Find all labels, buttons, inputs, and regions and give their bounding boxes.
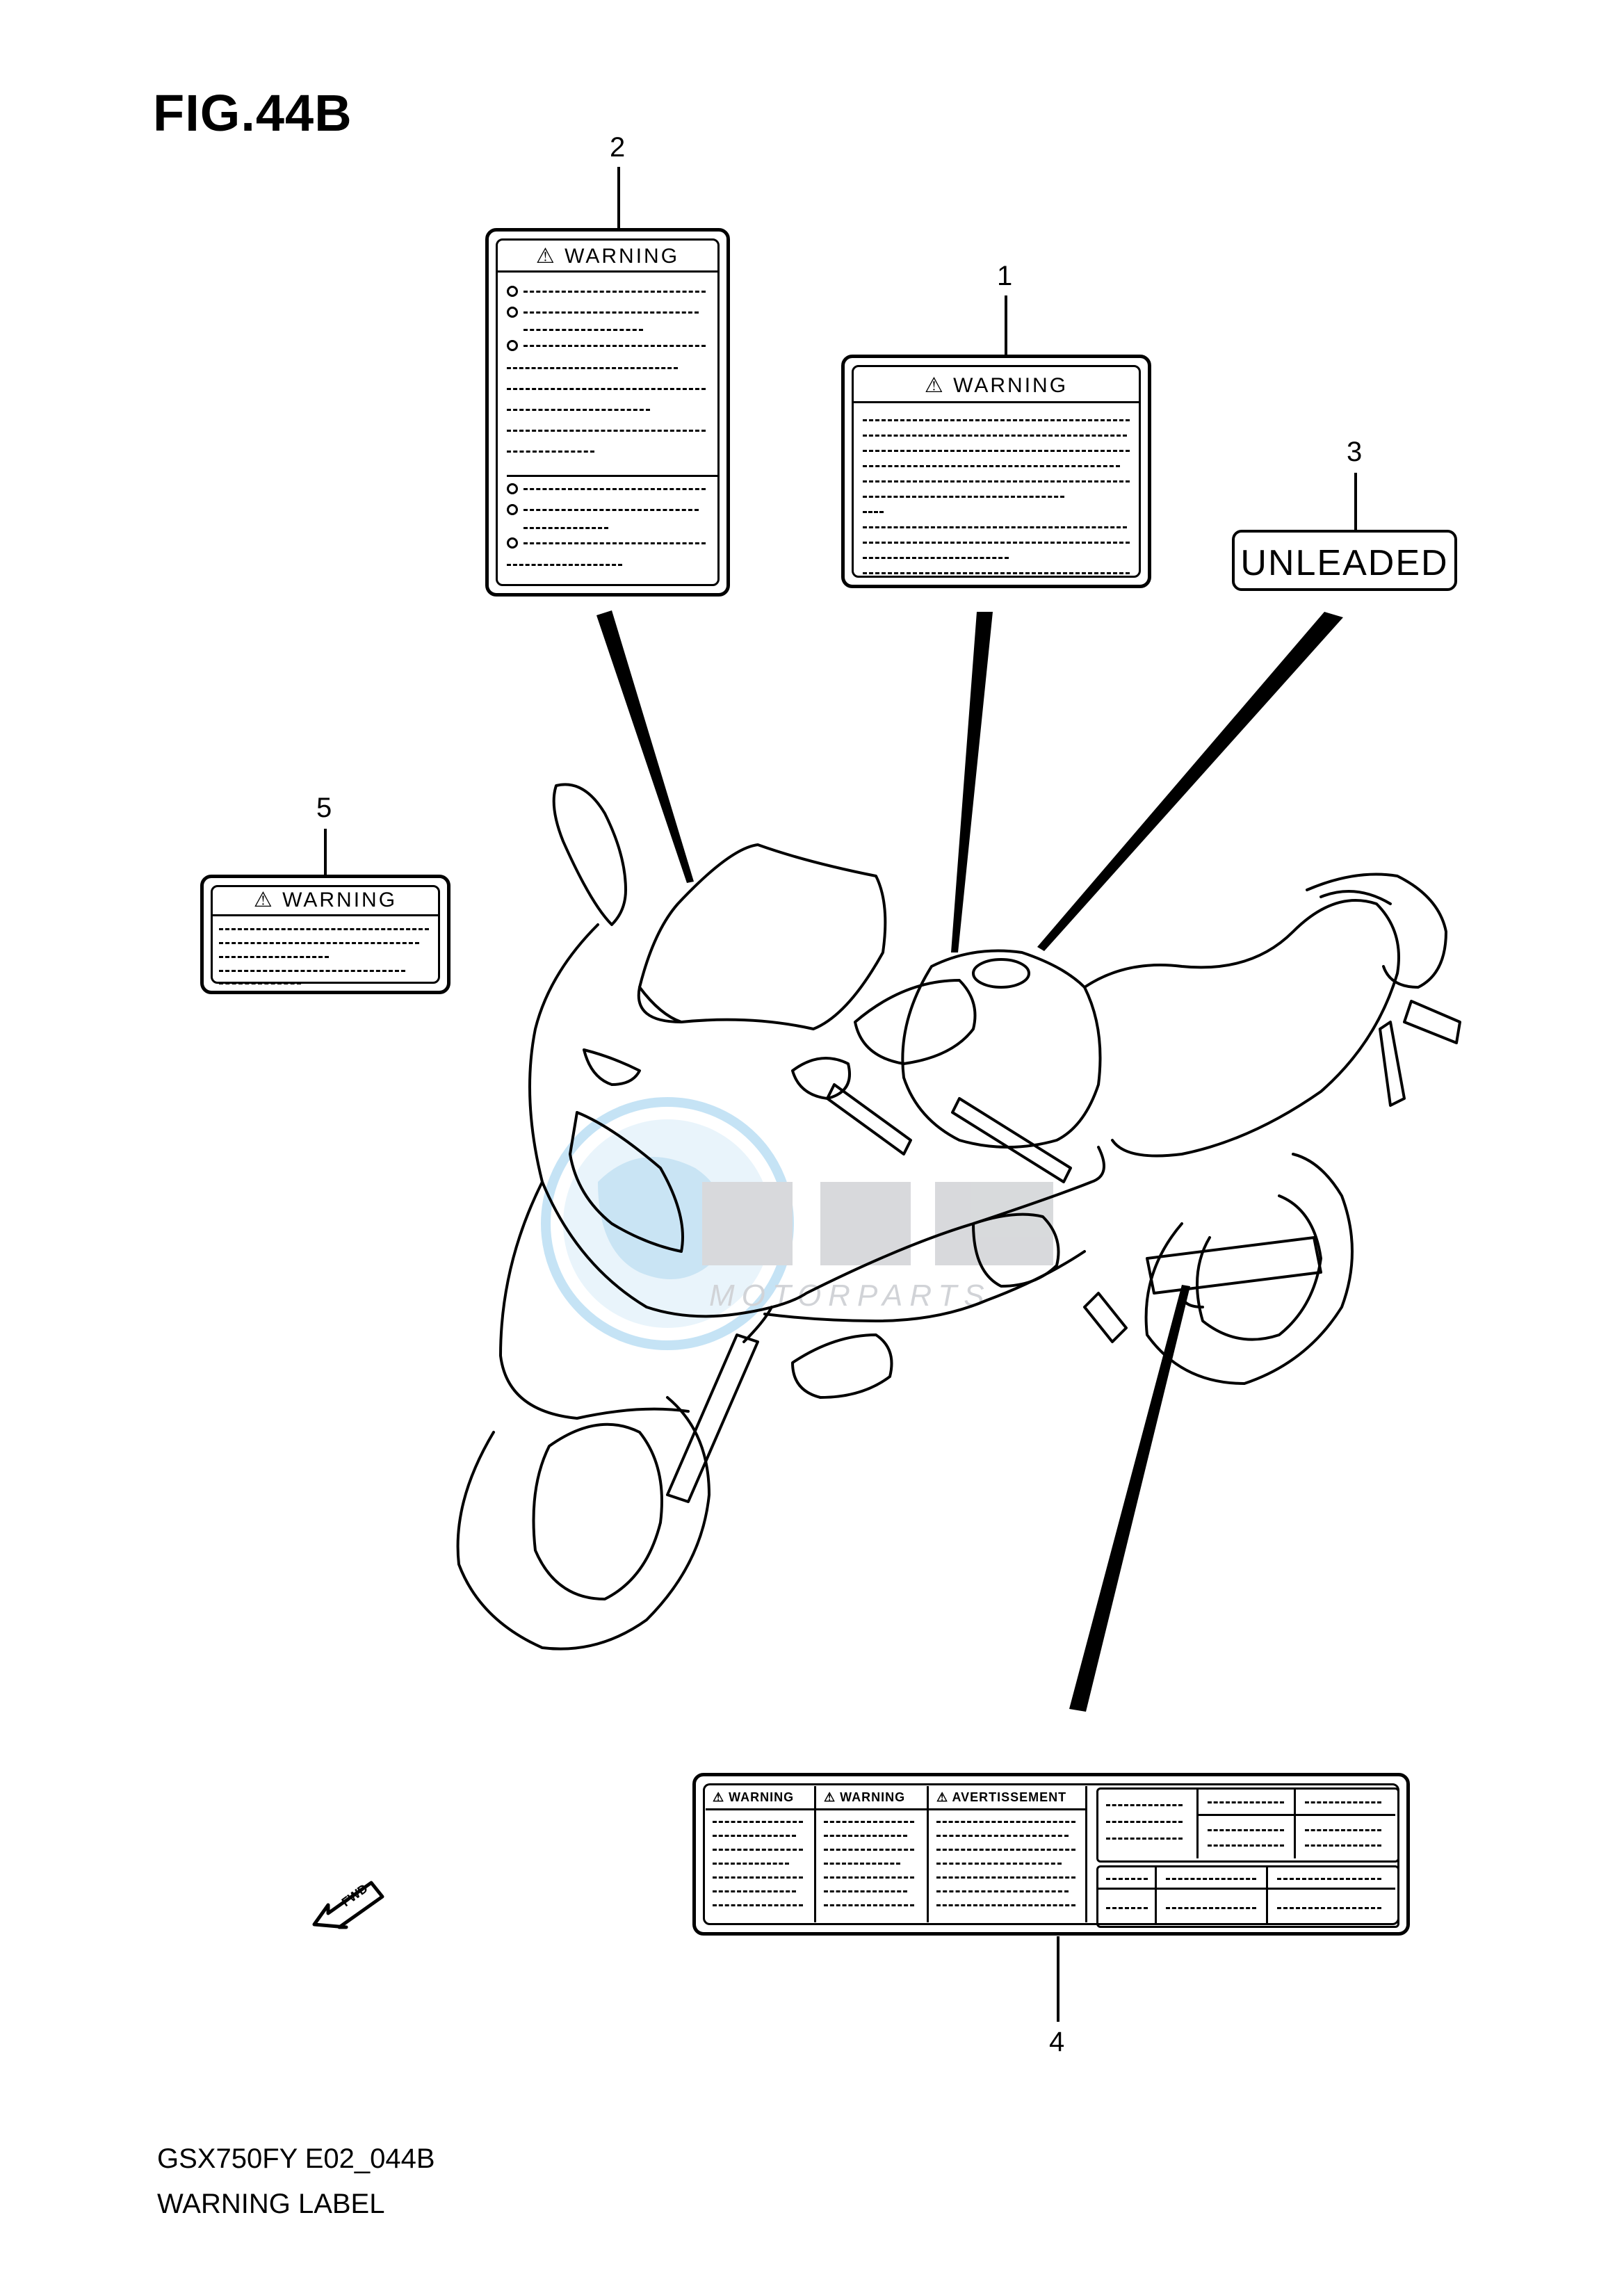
warning-triangle-icon: ⚠ (924, 374, 945, 397)
callout-3: 3 (1347, 437, 1363, 467)
warning-label-5: ⚠ WARNING (200, 875, 450, 994)
figure-title: FIG.44B (153, 84, 352, 142)
warning-label-4: ⚠ WARNING ⚠ WARNING ⚠ AVERTISSEMENT (692, 1773, 1410, 1936)
label-2-heading: WARNING (565, 245, 680, 268)
pointer-wedge-3 (1037, 612, 1343, 951)
warning-label-1: ⚠ WARNING (841, 355, 1151, 588)
label-1-heading: WARNING (953, 374, 1069, 397)
pointer-wedge-1 (951, 612, 993, 952)
warning-triangle-icon: ⚠ (253, 889, 275, 911)
warning-triangle-icon: ⚠ (936, 1790, 949, 1804)
fwd-arrow-icon: FWD (307, 1870, 391, 1933)
unleaded-text: UNLEADED (1240, 543, 1449, 583)
label-4-panel-3-heading: AVERTISSEMENT (952, 1790, 1067, 1804)
warning-triangle-icon: ⚠ (713, 1790, 725, 1804)
figure-caption: WARNING LABEL (157, 2189, 385, 2219)
pointer-wedge-2 (596, 610, 694, 883)
callout-1: 1 (997, 261, 1013, 291)
watermark-subtext: MOTORPARTS (709, 1279, 991, 1313)
warning-triangle-icon: ⚠ (824, 1790, 836, 1804)
unleaded-label-3: UNLEADED (1232, 530, 1457, 591)
callout-5: 5 (316, 793, 332, 823)
label-4-panel-1-heading: WARNING (729, 1790, 795, 1804)
watermark: MOTORPARTS (541, 1097, 1053, 1350)
label-4-panel-2-heading: WARNING (840, 1790, 906, 1804)
warning-triangle-icon: ⚠ (535, 245, 557, 268)
callout-4: 4 (1049, 2027, 1065, 2057)
figure-code: GSX750FY E02_044B (157, 2143, 435, 2174)
warning-label-2: ⚠ WARNING (485, 228, 730, 597)
label-5-heading: WARNING (282, 889, 398, 911)
pointer-wedge-4 (1069, 1285, 1190, 1712)
callout-2: 2 (610, 132, 626, 163)
